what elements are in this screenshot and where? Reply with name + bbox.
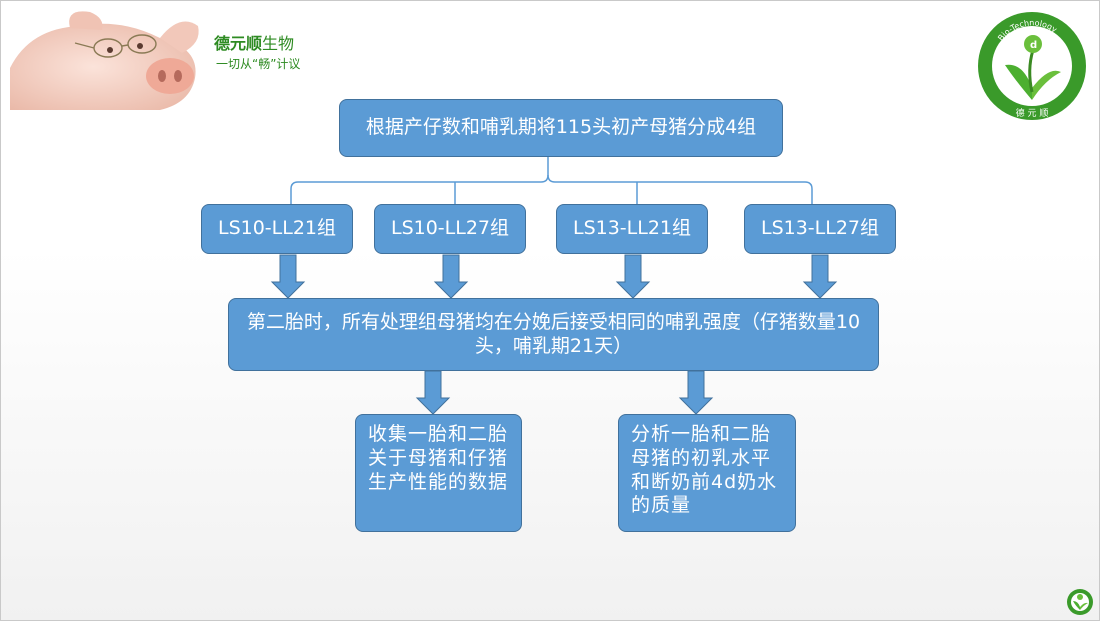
svg-text:d: d (1030, 40, 1037, 51)
group-box-3: LS13-LL21组 (556, 204, 708, 254)
top-step-box: 根据产仔数和哺乳期将115头初产母猪分成4组 (339, 99, 783, 157)
mini-logo-icon (1067, 589, 1093, 615)
brand-slogan: 一切从“畅”计议 (216, 57, 301, 71)
arrow-down-6 (678, 370, 714, 415)
arrow-down-5 (415, 370, 451, 415)
logo-bottom-text: 德 元 顺 (1016, 107, 1049, 119)
arrow-down-1 (270, 254, 306, 299)
pig-with-glasses-image (10, 8, 210, 110)
arrow-down-4 (802, 254, 838, 299)
group-box-4: LS13-LL27组 (744, 204, 896, 254)
outcome-box-colostrum-analysis: 分析一胎和二胎母猪的初乳水平和断奶前4d奶水的质量 (618, 414, 796, 532)
arrow-down-3 (615, 254, 651, 299)
bracket-lines (290, 157, 813, 204)
brand-main: 德元顺 (214, 34, 263, 53)
group-box-2: LS10-LL27组 (374, 204, 526, 254)
brand-name: 德元顺生物 (214, 30, 294, 54)
arrow-down-2 (433, 254, 469, 299)
group-box-1: LS10-LL21组 (201, 204, 353, 254)
company-logo: Bio-Technology d 德 元 顺 (978, 12, 1086, 120)
second-parity-box: 第二胎时，所有处理组母猪均在分娩后接受相同的哺乳强度（仔猪数量10头，哺乳期21… (228, 298, 879, 371)
outcome-box-data-collection: 收集一胎和二胎关于母猪和仔猪生产性能的数据 (355, 414, 522, 532)
brand-sub: 生物 (262, 34, 295, 53)
